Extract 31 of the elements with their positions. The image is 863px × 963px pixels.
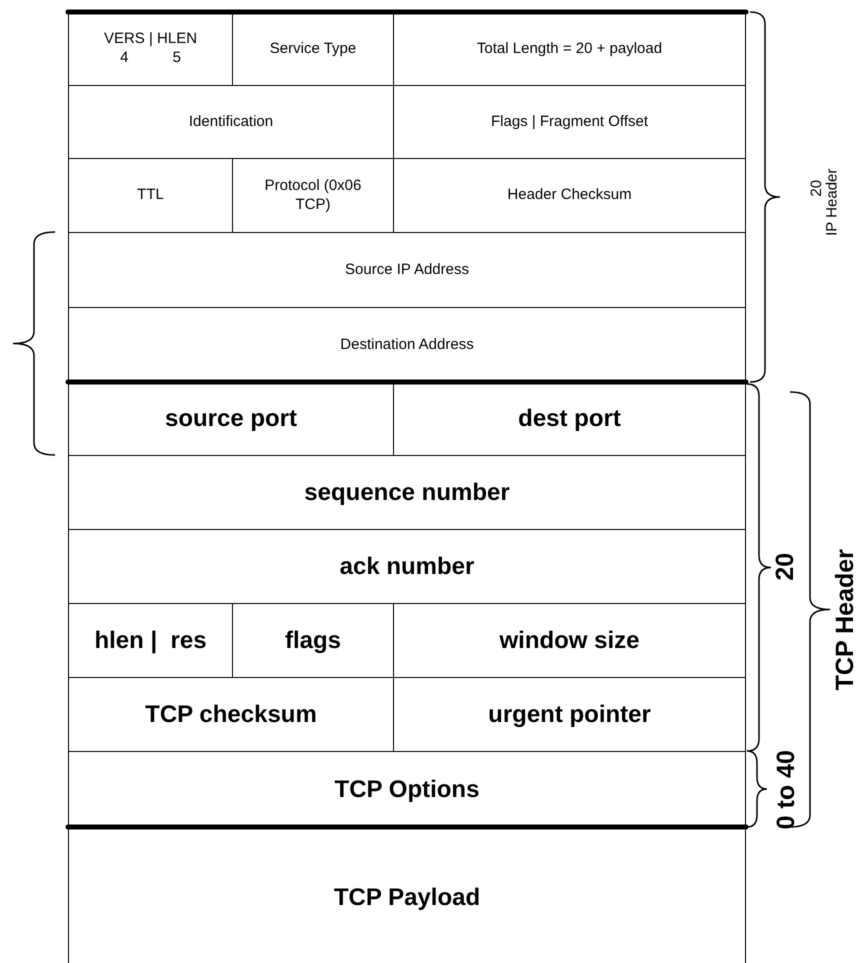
field-name: Header Checksum (507, 186, 632, 205)
field-name: Destination Address (340, 336, 474, 354)
field-name: urgent pointer (488, 700, 651, 730)
field-name: sequence number (304, 478, 510, 508)
dimension-label: 20 (772, 552, 800, 581)
field-name: Source IP Address (345, 260, 469, 280)
field-name: TCP Payload (334, 882, 480, 912)
field-name: VERS | HLEN (104, 30, 198, 49)
dimension-label: TCP Header (831, 549, 859, 690)
field-name: TCP Options (334, 774, 480, 804)
field-name: dest port (518, 404, 621, 434)
field-name: hlen | res (94, 626, 207, 656)
header-field-box (68, 232, 746, 308)
dimension-label: 0 to 40 (772, 750, 800, 830)
field-name: source port (164, 404, 298, 434)
field-name: Protocol (0x06 TCP) (264, 176, 362, 214)
field-name: Total Length = 20 + payload (476, 40, 662, 58)
header-field-box (68, 455, 746, 530)
field-name: TTL (137, 186, 164, 205)
field-name: TCP checksum (145, 700, 317, 730)
field-name: Identification (188, 112, 274, 132)
dimension-label: 20 (808, 179, 826, 196)
field-name: 4 5 (120, 49, 181, 68)
field-name: flags (284, 626, 341, 656)
dimension-label: IP Header (824, 168, 840, 236)
field-name: Service Type (270, 40, 356, 58)
field-name: Flags | Fragment Offset (490, 112, 648, 132)
field-name: ack number (340, 552, 474, 582)
field-name: window size (499, 626, 640, 656)
header-field-box (68, 529, 746, 604)
header-field-box (68, 827, 746, 963)
